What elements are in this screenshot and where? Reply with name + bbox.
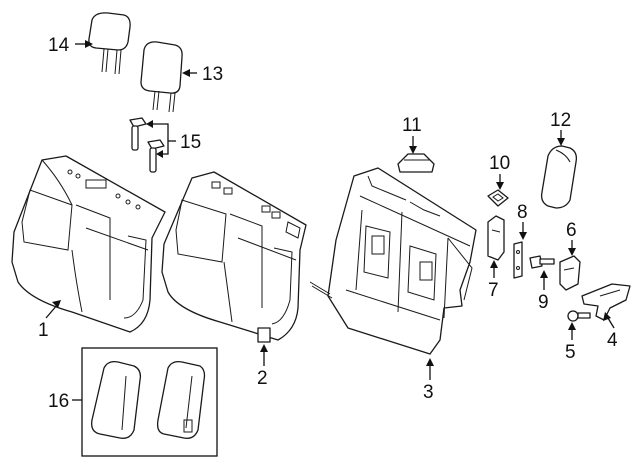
callout-7: 7: [488, 280, 499, 301]
callout-13: 13: [202, 64, 223, 85]
kit-box: [81, 347, 218, 457]
part-2-seat-back-cover[interactable]: [161, 171, 307, 343]
callout-4: 4: [607, 330, 618, 351]
callout-3: 3: [423, 382, 434, 403]
part-5-bolt[interactable]: [567, 310, 591, 322]
part-8-bracket[interactable]: [513, 241, 523, 279]
part-16-cover-kit[interactable]: [81, 347, 218, 457]
callout-14: 14: [48, 35, 70, 56]
part-13-headrest[interactable]: [140, 41, 183, 113]
callout-16: 16: [48, 391, 69, 412]
part-9-bolt[interactable]: [529, 255, 555, 269]
callout-5: 5: [565, 342, 576, 363]
callout-12: 12: [550, 110, 571, 131]
callout-10: 10: [489, 153, 510, 174]
part-15-guide-sleeves[interactable]: [129, 117, 165, 173]
callout-8: 8: [517, 202, 528, 223]
part-10-clip[interactable]: [487, 189, 509, 207]
callout-11: 11: [402, 115, 422, 136]
part-14-headrest[interactable]: [88, 12, 131, 75]
callout-9: 9: [538, 292, 549, 313]
callout-2: 2: [257, 368, 268, 389]
part-12-armrest[interactable]: [540, 145, 578, 209]
callout-15: 15: [180, 132, 201, 153]
part-7-bracket[interactable]: [487, 215, 505, 261]
callout-6: 6: [566, 220, 577, 241]
part-6-latch-bracket[interactable]: [559, 255, 581, 291]
callout-labels: 1 2 3 4 5 6 7 8 9 10 11 12 13 14 15 16: [38, 35, 618, 412]
part-11-latch-cover[interactable]: [397, 153, 435, 173]
callout-1: 1: [38, 320, 49, 341]
leader-lines: [45, 40, 615, 401]
part-1-seat-back-cover[interactable]: [11, 155, 166, 333]
part-3-seat-back-frame[interactable]: [309, 167, 477, 355]
